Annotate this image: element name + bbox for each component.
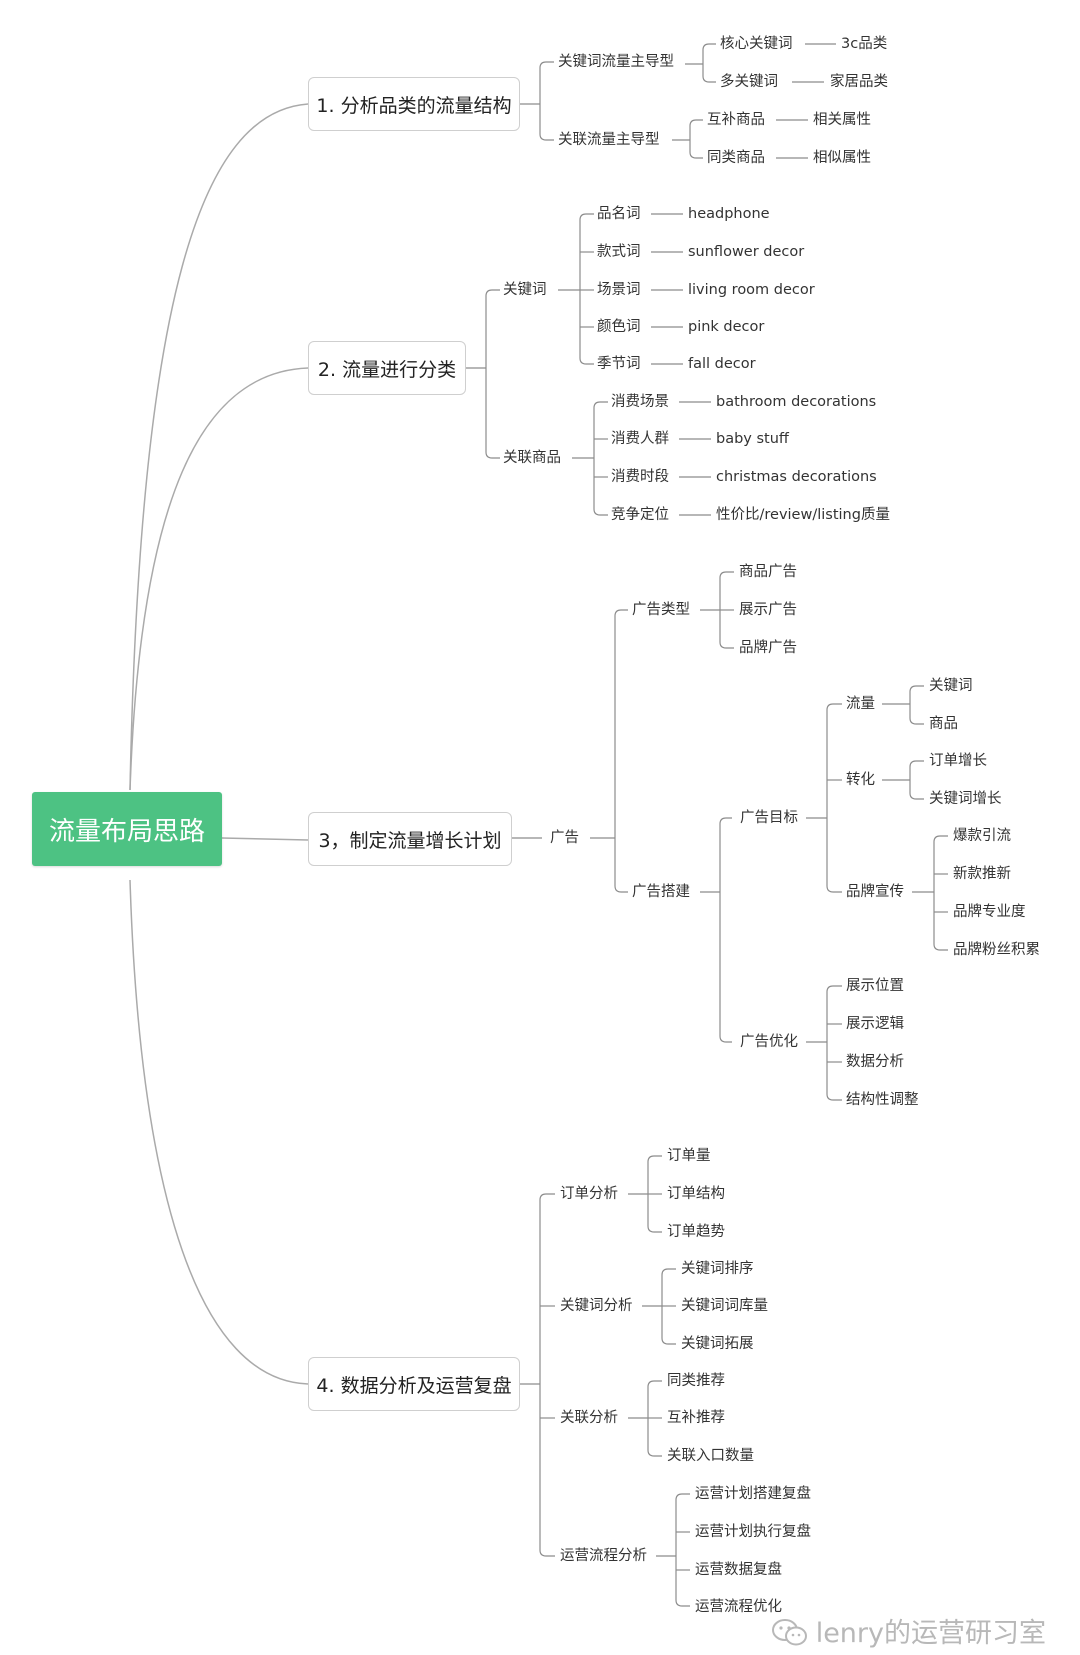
rel-example[interactable]: 性价比/review/listing质量 <box>716 507 890 523</box>
leaf-similar-example[interactable]: 相似属性 <box>813 150 871 166</box>
rel-type[interactable]: 竞争定位 <box>611 507 669 523</box>
branch-related-analysis[interactable]: 关联分析 <box>560 1410 618 1426</box>
kw-example[interactable]: pink decor <box>688 319 765 335</box>
keyword-item[interactable]: 关键词拓展 <box>681 1336 754 1352</box>
brand-item[interactable]: 品牌粉丝积累 <box>953 942 1040 958</box>
brand-item[interactable]: 品牌专业度 <box>953 904 1026 920</box>
order-item[interactable]: 订单结构 <box>667 1186 725 1202</box>
ad-opt-item[interactable]: 数据分析 <box>846 1054 904 1070</box>
branch-keyword-led[interactable]: 关键词流量主导型 <box>558 54 674 70</box>
kw-type[interactable]: 款式词 <box>597 244 641 260</box>
ad-opt-item[interactable]: 结构性调整 <box>846 1092 919 1108</box>
keyword-item[interactable]: 关键词词库量 <box>681 1298 768 1314</box>
branch-ad-types[interactable]: 广告类型 <box>632 602 690 618</box>
rel-example[interactable]: bathroom decorations <box>716 394 877 410</box>
brand-item[interactable]: 新款推新 <box>953 866 1011 882</box>
branch-keywords[interactable]: 关键词 <box>503 282 547 298</box>
traffic-item[interactable]: 商品 <box>929 716 958 732</box>
kw-type[interactable]: 颜色词 <box>597 319 641 335</box>
topic-analyze-category-traffic[interactable]: 1. 分析品类的流量结构 <box>308 77 520 131</box>
rel-example[interactable]: christmas decorations <box>716 469 877 485</box>
topic-traffic-growth-plan[interactable]: 3，制定流量增长计划 <box>308 812 512 866</box>
order-item[interactable]: 订单量 <box>667 1148 711 1164</box>
branch-process-analysis[interactable]: 运营流程分析 <box>560 1548 647 1564</box>
leaf-core-keywords[interactable]: 核心关键词 <box>720 36 793 52</box>
process-item[interactable]: 运营数据复盘 <box>695 1562 782 1578</box>
leaf-multi-keywords[interactable]: 多关键词 <box>720 74 778 90</box>
process-item[interactable]: 运营计划执行复盘 <box>695 1524 811 1540</box>
branch-order-analysis[interactable]: 订单分析 <box>560 1186 618 1202</box>
order-item[interactable]: 订单趋势 <box>667 1224 725 1240</box>
branch-brand-promo[interactable]: 品牌宣传 <box>846 884 904 900</box>
branch-ad-optimization[interactable]: 广告优化 <box>740 1034 798 1050</box>
kw-example[interactable]: fall decor <box>688 356 756 372</box>
ad-type-item[interactable]: 商品广告 <box>739 564 797 580</box>
keyword-item[interactable]: 关键词排序 <box>681 1261 754 1277</box>
rel-example[interactable]: baby stuff <box>716 431 789 447</box>
kw-example[interactable]: living room decor <box>688 282 815 298</box>
traffic-item[interactable]: 关键词 <box>929 678 973 694</box>
leaf-similar[interactable]: 同类商品 <box>707 150 765 166</box>
ad-type-item[interactable]: 展示广告 <box>739 602 797 618</box>
root-topic[interactable]: 流量布局思路 <box>32 792 222 866</box>
branch-ads[interactable]: 广告 <box>550 830 579 846</box>
topic-data-analysis-review[interactable]: 4. 数据分析及运营复盘 <box>308 1357 520 1411</box>
watermark-text: lenry的运营研习室 <box>815 1617 1046 1649</box>
leaf-core-keywords-example[interactable]: 3c品类 <box>841 36 888 52</box>
ad-type-item[interactable]: 品牌广告 <box>739 640 797 656</box>
rel-type[interactable]: 消费场景 <box>611 394 669 410</box>
branch-traffic[interactable]: 流量 <box>846 696 875 712</box>
branch-related-products[interactable]: 关联商品 <box>503 450 561 466</box>
process-item[interactable]: 运营流程优化 <box>695 1599 782 1615</box>
branch-ad-build[interactable]: 广告搭建 <box>632 884 690 900</box>
kw-example[interactable]: sunflower decor <box>688 244 805 260</box>
rel-type[interactable]: 消费人群 <box>611 431 669 447</box>
watermark: lenry的运营研习室 <box>770 1617 1046 1649</box>
kw-type[interactable]: 品名词 <box>597 206 641 222</box>
related-item[interactable]: 关联入口数量 <box>667 1448 754 1464</box>
kw-example[interactable]: headphone <box>688 206 770 222</box>
ad-opt-item[interactable]: 展示位置 <box>846 978 904 994</box>
branch-keyword-analysis[interactable]: 关键词分析 <box>560 1298 633 1314</box>
rel-type[interactable]: 消费时段 <box>611 469 669 485</box>
conversion-item[interactable]: 关键词增长 <box>929 791 1002 807</box>
leaf-complementary-example[interactable]: 相关属性 <box>813 112 871 128</box>
branch-ad-goal[interactable]: 广告目标 <box>740 810 798 826</box>
brand-item[interactable]: 爆款引流 <box>953 828 1011 844</box>
branch-related-led[interactable]: 关联流量主导型 <box>558 132 660 148</box>
leaf-multi-keywords-example[interactable]: 家居品类 <box>830 74 888 90</box>
ad-opt-item[interactable]: 展示逻辑 <box>846 1016 904 1032</box>
wechat-icon <box>771 1619 807 1646</box>
topic-classify-traffic[interactable]: 2. 流量进行分类 <box>308 341 466 395</box>
kw-type[interactable]: 季节词 <box>597 356 641 372</box>
conversion-item[interactable]: 订单增长 <box>929 753 987 769</box>
process-item[interactable]: 运营计划搭建复盘 <box>695 1486 811 1502</box>
related-item[interactable]: 同类推荐 <box>667 1373 725 1389</box>
related-item[interactable]: 互补推荐 <box>667 1410 725 1426</box>
branch-conversion[interactable]: 转化 <box>846 772 875 788</box>
kw-type[interactable]: 场景词 <box>597 282 641 298</box>
leaf-complementary[interactable]: 互补商品 <box>707 112 765 128</box>
